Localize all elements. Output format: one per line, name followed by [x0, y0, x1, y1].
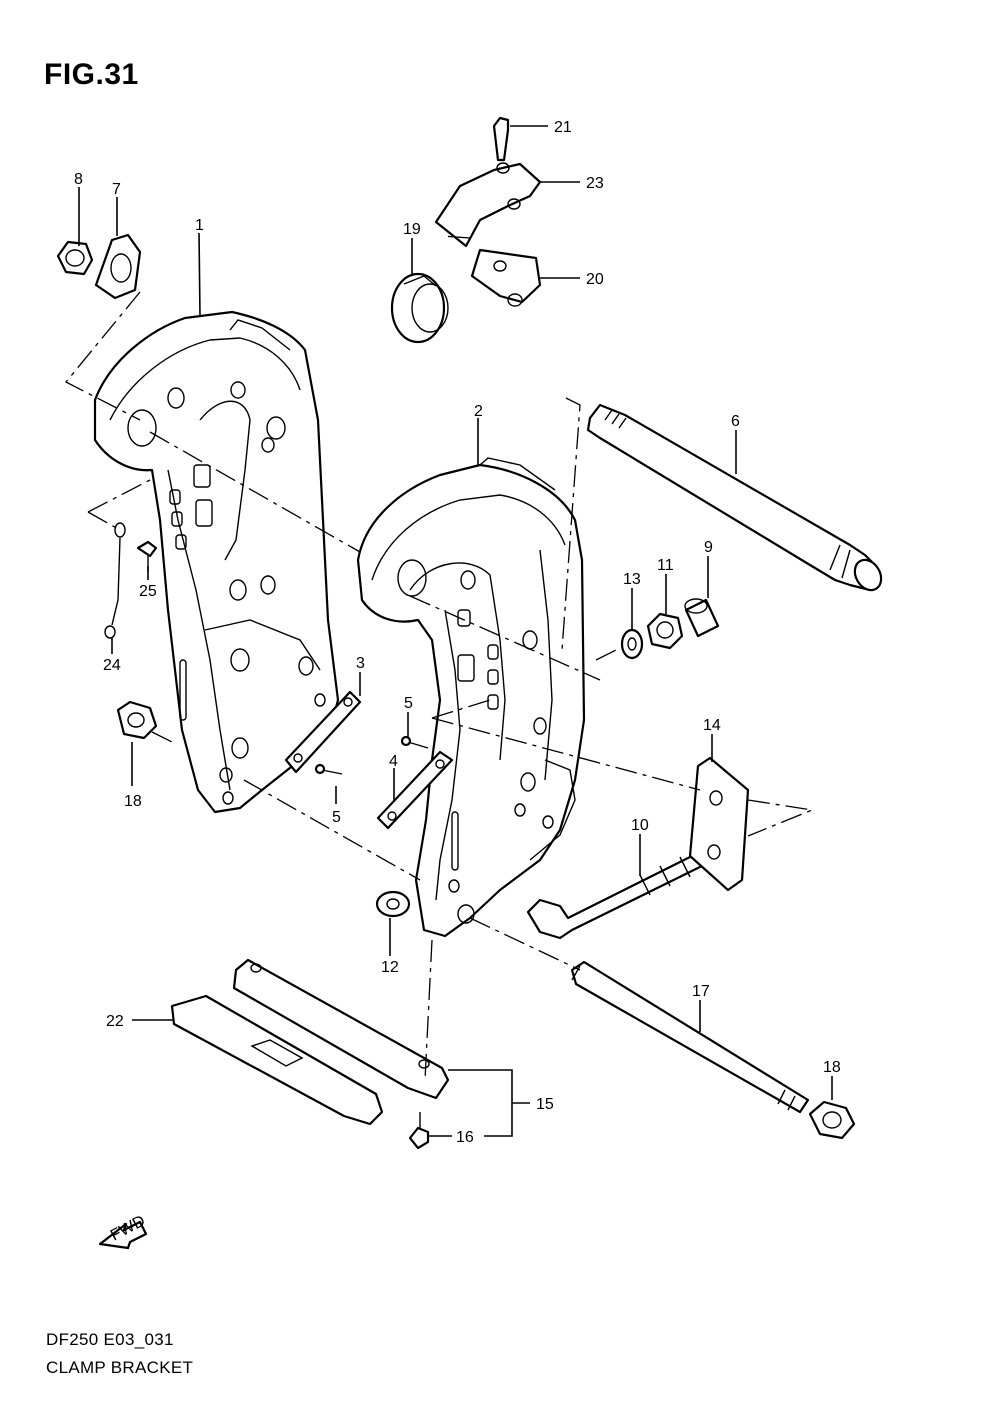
part-14-plate [688, 756, 750, 892]
fwd-arrow-icon: FWD [98, 1212, 148, 1250]
leader-lines [78, 125, 833, 1137]
part-22-liner [170, 994, 384, 1126]
callout-16: 16 [456, 1129, 474, 1146]
part-11-nut [646, 612, 684, 650]
callout-20: 20 [586, 271, 604, 288]
part-25-screw [136, 540, 158, 572]
figure-name: CLAMP BRACKET [46, 1358, 194, 1377]
part-20-bracket [470, 248, 542, 307]
callout-19: 19 [403, 221, 421, 238]
part-13-washer [620, 628, 644, 660]
callout-18-left: 18 [124, 793, 142, 810]
part-17-shaft [570, 960, 810, 1114]
part-16-bolt [408, 1112, 430, 1150]
callout-22: 22 [106, 1013, 124, 1030]
callout-9: 9 [704, 539, 713, 556]
part-7-plate [94, 233, 142, 300]
part-6-tilt-tube [586, 403, 883, 592]
callout-14: 14 [703, 717, 721, 734]
callout-12: 12 [381, 959, 399, 976]
part-10-bolt [526, 850, 708, 940]
callout-23: 23 [586, 175, 604, 192]
part-18-nut-left [116, 700, 158, 740]
callout-1: 1 [195, 217, 204, 234]
part-5-screws [314, 735, 429, 775]
callout-11: 11 [657, 557, 674, 574]
part-18-nut-right [808, 1100, 856, 1140]
assembly-lines [64, 235, 815, 1081]
callout-17: 17 [692, 983, 710, 1000]
callout-24: 24 [103, 657, 121, 674]
part-15-liner [232, 958, 450, 1100]
callout-8: 8 [74, 171, 83, 188]
callout-5-lower: 5 [332, 809, 341, 826]
callout-18-right: 18 [823, 1059, 841, 1076]
callout-2: 2 [474, 403, 483, 420]
figure-model-code: DF250 E03_031 [46, 1330, 174, 1349]
part-3-plate [284, 690, 362, 774]
callout-6: 6 [731, 413, 740, 430]
part-23-cover [434, 162, 542, 248]
callout-4: 4 [389, 753, 398, 770]
callout-21: 21 [554, 119, 572, 136]
part-21-bolt [492, 116, 510, 162]
part-9-bushing [684, 598, 720, 638]
part-12-washer [375, 890, 411, 918]
part-4-plate [376, 750, 454, 830]
callout-25: 25 [139, 583, 157, 600]
part-2-clamp-bracket-right [356, 457, 586, 938]
part-19-grommet [390, 272, 449, 344]
callout-7: 7 [112, 181, 121, 198]
callout-13: 13 [623, 571, 641, 588]
part-1-clamp-bracket-left [93, 310, 340, 814]
callout-labels: 1 2 3 4 5 5 6 7 8 9 10 11 12 13 14 15 16… [74, 119, 841, 1146]
callout-3: 3 [356, 655, 365, 672]
part-24-ground-wire [104, 522, 126, 639]
part-8-nut [56, 240, 94, 276]
callout-15: 15 [536, 1096, 554, 1113]
figure-title: FIG.31 [44, 58, 139, 91]
callout-10: 10 [631, 817, 649, 834]
callout-5-upper: 5 [404, 695, 413, 712]
